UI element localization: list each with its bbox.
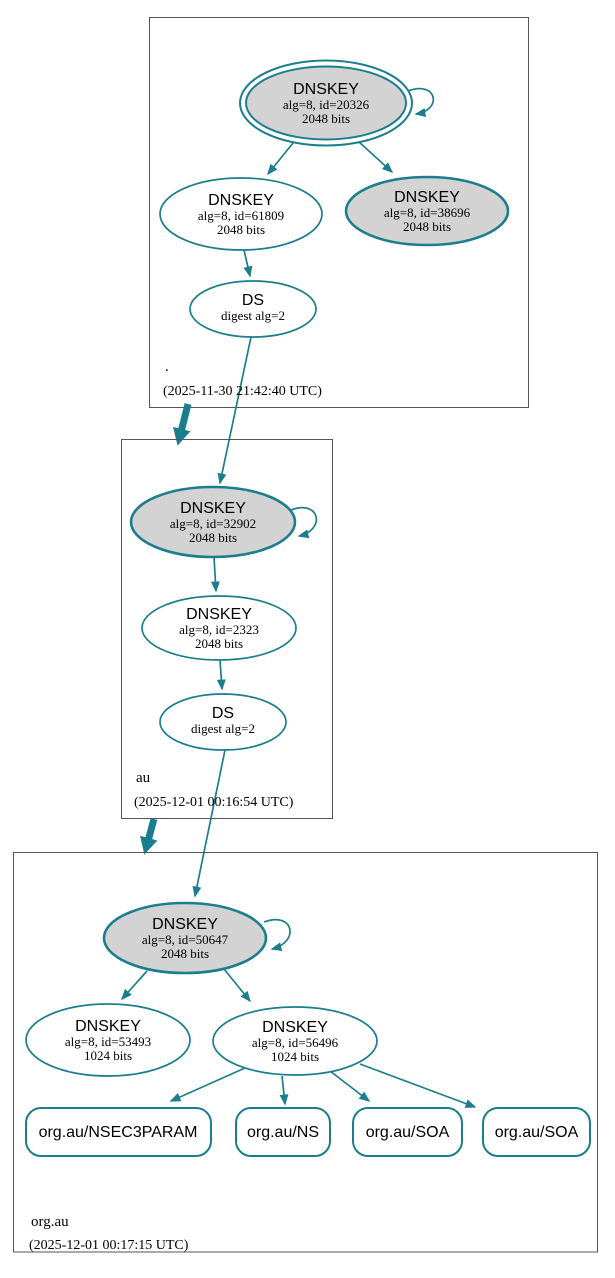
edge-dnskey2323-to-ds <box>216 659 226 691</box>
edge-root-ds-to-au-ksk <box>217 336 252 485</box>
node-title: DS <box>212 705 234 722</box>
node-detail: alg=8, id=50647 <box>142 932 229 947</box>
zone-box-org-au <box>13 852 598 1253</box>
zone-org-au: DNSKEY alg=8, id=50647 2048 bits DNSKEY … <box>13 852 598 1253</box>
rrset-label: org.au/NS <box>247 1124 319 1141</box>
self-sign-loop-ksk20326 <box>407 87 435 118</box>
edge-ksk50647-to-dnskey53493 <box>121 970 148 1001</box>
edge-au-ds-to-orgau-ksk <box>192 749 226 898</box>
node-size: 2048 bits <box>302 111 350 126</box>
node-detail: alg=8, id=20326 <box>283 97 370 112</box>
edge-dnskey61809-to-ds <box>243 249 253 278</box>
rrset-label: org.au/SOA <box>495 1124 579 1141</box>
delegation-arrow-root-to-au <box>172 403 192 446</box>
node-ds-root[interactable]: DS digest alg=2 <box>189 280 317 338</box>
rrset-soa-1[interactable]: org.au/SOA <box>352 1107 463 1157</box>
node-title: DNSKEY <box>186 606 252 623</box>
node-dnskey-ksk-20326[interactable]: DNSKEY alg=8, id=20326 2048 bits <box>239 59 413 147</box>
rrset-box[interactable] <box>352 1107 463 1157</box>
node-dnskey-ksk-32902[interactable]: DNSKEY alg=8, id=32902 2048 bits <box>129 485 297 559</box>
node-detail: alg=8, id=38696 <box>384 205 471 220</box>
rrset-ns[interactable]: org.au/NS <box>235 1107 331 1157</box>
node-size: 1024 bits <box>84 1048 132 1063</box>
node-dnskey-ksk-50647[interactable]: DNSKEY alg=8, id=50647 2048 bits <box>102 901 268 975</box>
edge-ksk20326-to-dnskey38696 <box>358 141 394 174</box>
node-detail: alg=8, id=53493 <box>65 1034 151 1049</box>
zone-timestamp-org-au: (2025-12-01 00:17:15 UTC) <box>29 1238 189 1253</box>
node-size: 1024 bits <box>271 1049 319 1064</box>
edge-dnskey56496-to-ns <box>279 1075 289 1106</box>
node-detail: digest alg=2 <box>221 308 285 323</box>
node-dnskey-2323[interactable]: DNSKEY alg=8, id=2323 2048 bits <box>141 595 297 661</box>
dnskey-ellipse[interactable] <box>159 177 323 251</box>
zone-label-au: au <box>136 770 151 786</box>
rrset-label: org.au/SOA <box>366 1124 450 1141</box>
edge-dnskey56496-to-soa-1 <box>329 1070 371 1102</box>
node-size: 2048 bits <box>189 530 237 545</box>
zone-label-org-au: org.au <box>31 1214 69 1230</box>
zone-timestamp-au: (2025-12-01 00:16:54 UTC) <box>134 795 294 810</box>
zone-box-root <box>149 17 529 408</box>
node-title: DNSKEY <box>208 192 274 209</box>
zone-root: DNSKEY alg=8, id=20326 2048 bits DNSKEY … <box>149 17 529 485</box>
edge-ksk32902-to-dnskey2323 <box>210 556 220 593</box>
ksk-ellipse[interactable] <box>129 485 297 559</box>
dnskey-ellipse[interactable] <box>25 1003 191 1077</box>
rrset-label: org.au/NSEC3PARAM <box>39 1124 198 1141</box>
node-size: 2048 bits <box>195 636 243 651</box>
edge-ksk20326-to-dnskey61809 <box>267 142 294 176</box>
ksk-ellipse[interactable] <box>102 901 268 975</box>
ds-ellipse[interactable] <box>189 280 317 338</box>
zone-box-au <box>121 439 333 819</box>
rrset-soa-2[interactable]: org.au/SOA <box>482 1107 591 1157</box>
node-dnskey-56496[interactable]: DNSKEY alg=8, id=56496 1024 bits <box>212 1006 378 1076</box>
node-dnskey-61809[interactable]: DNSKEY alg=8, id=61809 2048 bits <box>159 177 323 251</box>
node-title: DNSKEY <box>394 189 460 206</box>
edge-ksk50647-to-dnskey56496 <box>223 968 251 1003</box>
rrset-box[interactable] <box>235 1107 331 1157</box>
node-detail: alg=8, id=61809 <box>198 208 284 223</box>
delegation-arrow-au-to-orgau <box>140 818 158 855</box>
zone-timestamp-root: (2025-11-30 21:42:40 UTC) <box>163 384 322 399</box>
node-size: 2048 bits <box>403 219 451 234</box>
node-dnskey-38696[interactable]: DNSKEY alg=8, id=38696 2048 bits <box>344 175 510 247</box>
node-size: 2048 bits <box>161 946 209 961</box>
zone-au: DNSKEY alg=8, id=32902 2048 bits DNSKEY … <box>121 439 333 898</box>
node-detail: alg=8, id=32902 <box>170 516 256 531</box>
self-sign-loop-ksk50647 <box>263 919 291 952</box>
node-title: DNSKEY <box>75 1018 141 1035</box>
ksk-inner-ellipse <box>245 65 407 141</box>
node-dnskey-53493[interactable]: DNSKEY alg=8, id=53493 1024 bits <box>25 1003 191 1077</box>
zone-label-root: . <box>165 359 169 375</box>
node-size: 2048 bits <box>217 222 265 237</box>
node-title: DNSKEY <box>262 1019 328 1036</box>
self-sign-loop-ksk32902 <box>290 507 318 539</box>
rrset-nsec3param[interactable]: org.au/NSEC3PARAM <box>25 1107 212 1157</box>
node-detail: digest alg=2 <box>191 721 255 736</box>
node-title: DNSKEY <box>180 500 246 517</box>
ds-ellipse[interactable] <box>159 693 287 751</box>
node-detail: alg=8, id=56496 <box>252 1035 339 1050</box>
node-ds-au[interactable]: DS digest alg=2 <box>159 693 287 751</box>
node-title: DNSKEY <box>293 81 359 98</box>
node-title: DNSKEY <box>152 916 218 933</box>
rrset-box[interactable] <box>482 1107 591 1157</box>
node-title: DS <box>242 292 264 309</box>
node-detail: alg=8, id=2323 <box>179 622 259 637</box>
dnskey-ellipse[interactable] <box>141 595 297 661</box>
rrset-box[interactable] <box>25 1107 212 1157</box>
edge-dnskey56496-to-soa-2 <box>359 1063 477 1108</box>
edge-dnskey56496-to-nsec3param <box>169 1067 246 1102</box>
dnskey-ellipse[interactable] <box>212 1006 378 1076</box>
dnskey-ellipse[interactable] <box>344 175 510 247</box>
